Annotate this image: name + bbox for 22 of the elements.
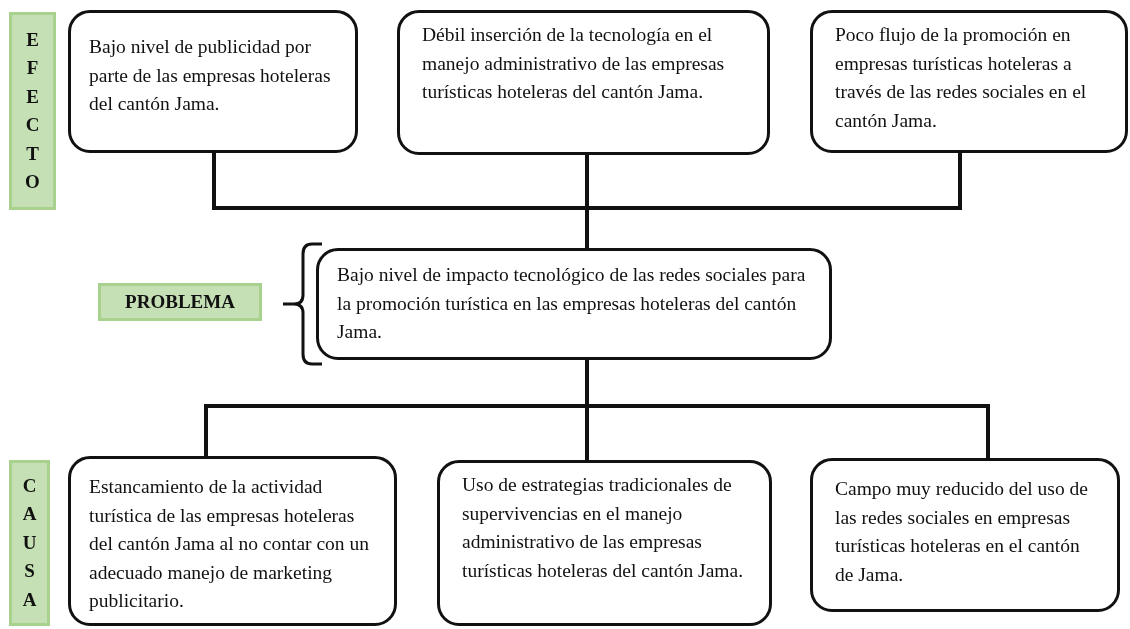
- rounded-box: [810, 458, 1120, 612]
- box-text: Estancamiento de la actividad turística de las empresas hoteleras del cantón Jama al no contar con un adecuado manejo de marketing publicitario.: [89, 475, 370, 613]
- rounded-box: [316, 248, 832, 360]
- connector-line: [585, 360, 990, 458]
- box-text: Bajo nivel de impacto tecnológico de las redes sociales para la promoción turística en las empresas hoteleras del cantón Jama.: [337, 263, 807, 344]
- box-text: Débil inserción de la tecnología en el manejo administrativo de las empresas turísticas hoteleras del cantón Jama.: [422, 23, 726, 104]
- rounded-box: [810, 10, 1128, 153]
- label-panel: [9, 460, 50, 626]
- rounded-box: [437, 460, 772, 626]
- box-text: Bajo nivel de publicidad por parte de las empresas hoteleras del cantón Jama.: [89, 35, 332, 116]
- rounded-box: [68, 456, 397, 626]
- label-panel: [98, 283, 262, 321]
- vertical-label: EFECTO: [24, 27, 41, 194]
- vertical-label: CAUSA: [21, 473, 38, 612]
- connector-line: [585, 153, 962, 248]
- box-text: Campo muy reducido del uso de las redes sociales en empresas turísticas hoteleras en el cantón de Jama.: [835, 477, 1089, 587]
- box-text: Poco flujo de la promoción en empresas turísticas hoteleras a través de las redes sociales en el cantón Jama.: [835, 23, 1088, 133]
- rounded-box: [397, 10, 770, 155]
- rounded-box: [68, 10, 358, 153]
- panel-label: PROBLEMA: [125, 291, 235, 313]
- box-text: Uso de estrategias tradicionales de supervivencias en el manejo administrativo de las empresas turísticas hoteleras del cantón Jama.: [462, 473, 745, 583]
- label-panel: [9, 12, 56, 210]
